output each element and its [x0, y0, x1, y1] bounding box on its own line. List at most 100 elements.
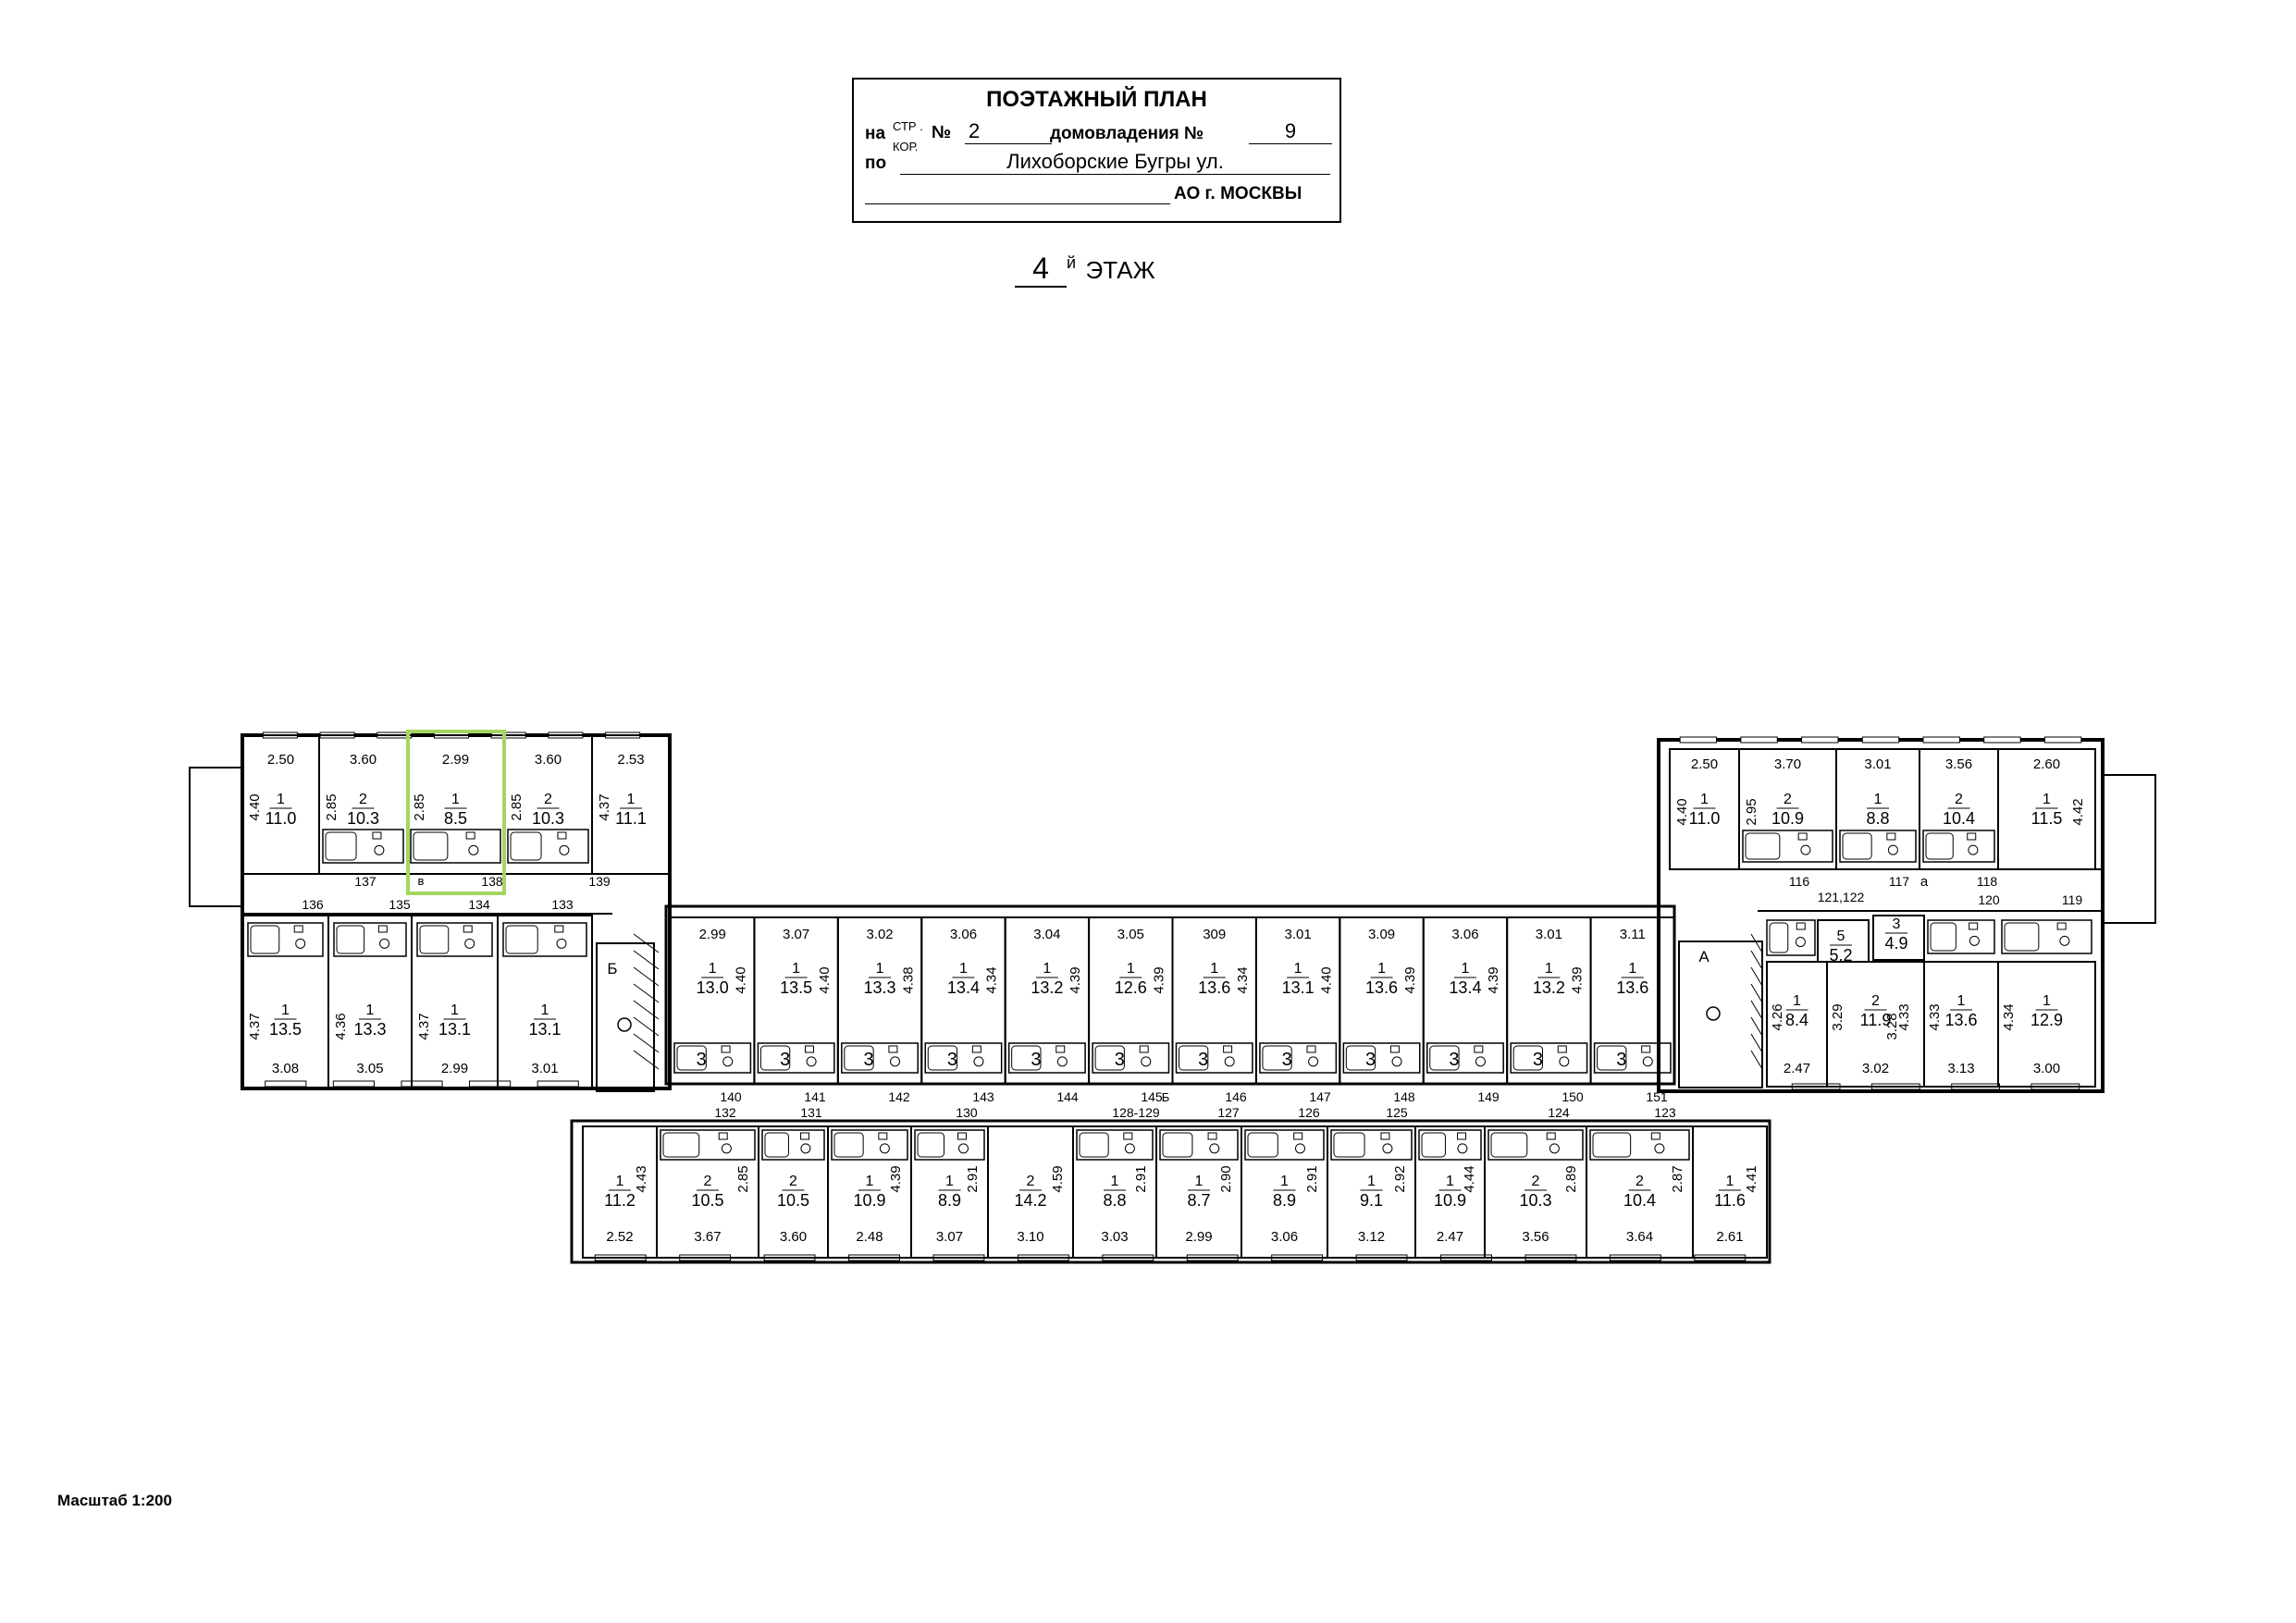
bathroom-unit-frame [924, 1042, 1003, 1074]
room-depth: 2.91 [1133, 1165, 1149, 1192]
upper-right-room-area: 8.8 [1866, 809, 1889, 828]
stair-step [633, 1016, 660, 1037]
bathtub-icon [1345, 1045, 1376, 1071]
bathroom-unit [322, 829, 404, 864]
toilet-icon [800, 1143, 811, 1154]
lower-right-room [1997, 961, 2096, 1088]
room-depth: 4.34 [2001, 1003, 2017, 1030]
right-wing-top-window [1801, 736, 1839, 744]
bathroom-unit-frame [1076, 1129, 1154, 1161]
bathroom-unit [1922, 830, 1995, 863]
middle-room [1422, 916, 1509, 1085]
upper-right-room-number: 1 [2043, 792, 2051, 807]
sink-icon [1641, 1045, 1651, 1053]
bathtub-icon [413, 831, 449, 861]
toilet-icon [1457, 1143, 1468, 1154]
lower-left-room-area: 13.5 [269, 1020, 302, 1039]
toilet-icon [1224, 1056, 1235, 1067]
bathroom-unit-frame [247, 922, 324, 957]
floor-number: 4 [1015, 252, 1067, 288]
bathroom-unit [1927, 919, 1995, 954]
corridor-room-number: 131 [800, 1105, 822, 1120]
upper-left-room-number: 1 [451, 792, 460, 807]
corridor-room-number: 123 [1654, 1105, 1676, 1120]
bathroom-unit [416, 922, 493, 957]
middle-room-number: 1 [1210, 961, 1218, 977]
bottom-room-area: 10.9 [853, 1191, 885, 1210]
corridor-room-number: 139 [588, 874, 611, 889]
toilet-icon [1209, 1143, 1220, 1154]
room-width: 2.50 [1691, 756, 1718, 772]
bottom-room-number: 1 [1367, 1174, 1376, 1189]
corridor-label: в [418, 874, 425, 888]
bathroom-unit [410, 829, 501, 864]
bottom-room-number: 1 [1111, 1174, 1119, 1189]
bathroom-unit [761, 1129, 825, 1161]
corridor-room-number: 128-129 [1112, 1105, 1160, 1120]
toilet-icon [1295, 1143, 1305, 1154]
middle-room-area: 13.6 [1365, 978, 1398, 997]
corridor-room-number: 125 [1386, 1105, 1408, 1120]
left-stair-hall [596, 942, 655, 1092]
stair-step [1750, 1050, 1763, 1070]
room-width: 3.06 [1451, 927, 1478, 942]
room-width: 3.64 [1626, 1229, 1653, 1245]
bottom-room-number: 1 [945, 1174, 954, 1189]
sink-icon [293, 925, 303, 933]
bathroom-unit-frame [1342, 1042, 1421, 1074]
bathroom-unit-frame [831, 1129, 908, 1161]
middle-room-number: 1 [1294, 961, 1302, 977]
bathroom-unit [1342, 1042, 1421, 1074]
sink-icon [1389, 1045, 1400, 1053]
toilet-icon [379, 938, 390, 949]
upper-left-room-area: 10.3 [347, 809, 379, 828]
bathroom-unit-frame [673, 1042, 752, 1074]
room-width: 3.60 [780, 1229, 807, 1245]
middle-room-number: 1 [1127, 961, 1135, 977]
bathroom-unit-frame [333, 922, 407, 957]
lower-right-room-number: 1 [2043, 993, 2051, 1009]
bottom-room-area: 10.3 [1519, 1191, 1551, 1210]
room-width: 3.13 [1947, 1061, 1974, 1076]
room-width: 3.07 [783, 927, 809, 942]
bathroom-unit [1244, 1129, 1325, 1161]
bathroom-unit-frame [1418, 1129, 1482, 1161]
sink-icon [1886, 832, 1896, 841]
room-depth: 4.39 [1152, 966, 1167, 993]
bathroom-unit-frame [2001, 919, 2092, 954]
sink-icon [1055, 1045, 1066, 1053]
scale-label: Масштаб 1:200 [57, 1492, 172, 1509]
stair-step [633, 1000, 660, 1020]
bottom-room-area: 9.1 [1360, 1191, 1383, 1210]
room-depth: 4.38 [900, 966, 916, 993]
room-width: 3.08 [272, 1061, 299, 1076]
sink-icon [1650, 1132, 1660, 1140]
bathroom-unit [1426, 1042, 1504, 1074]
middle-room-number: 1 [709, 961, 717, 977]
stair-step [1750, 1000, 1763, 1020]
bath-number: 3 [1198, 1050, 1208, 1070]
lower-right-room-area: 12.9 [2031, 1011, 2063, 1029]
upper-right-room-number: 2 [1955, 792, 1963, 807]
corridor-room-number: 118 [1977, 874, 1998, 889]
room-depth: 4.39 [1068, 966, 1083, 993]
highlighted-apartment [406, 730, 506, 895]
room-width: 3.11 [1620, 927, 1646, 942]
room-width: 3.02 [866, 927, 893, 942]
toilet-icon [958, 1143, 969, 1154]
lower-right-room-area: 11.9 [1860, 1011, 1892, 1029]
sink-icon [377, 925, 388, 933]
kor-label: КОР. [893, 140, 919, 154]
toilet-icon [556, 938, 567, 949]
room-width: 3.60 [350, 752, 376, 768]
corridor-room-number: 130 [956, 1105, 978, 1120]
stair-step [633, 983, 660, 1003]
toilet-icon [1887, 844, 1898, 855]
corridor-room-number: 134 [468, 897, 490, 912]
corridor-label: Б [1162, 1090, 1170, 1104]
bathtub-icon [1842, 832, 1872, 860]
stair-step [633, 1033, 660, 1053]
right-wing-top-window [1983, 736, 2021, 744]
room-depth: 2.85 [412, 793, 427, 820]
